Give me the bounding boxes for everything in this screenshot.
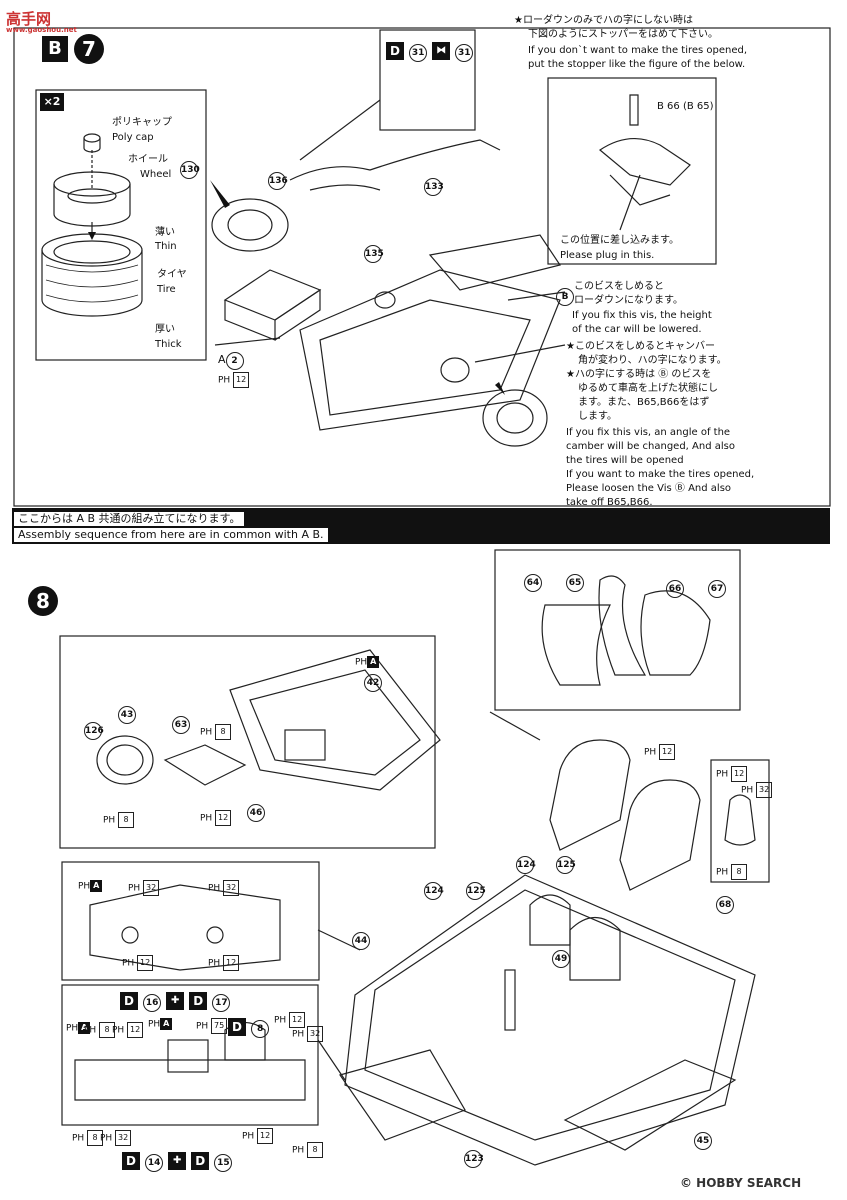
common-assembly-jp: ここからは A B 共通の組み立てになります。 xyxy=(14,512,245,526)
camber-note-jp5: ます。また、B65,B66をはず xyxy=(578,397,710,408)
thin-label-en: Thin xyxy=(155,241,177,252)
camber-note-jp1: ★このビスをしめるとキャンバー xyxy=(566,341,715,352)
part-124-left: 124 xyxy=(424,878,444,900)
ph-12-steering: PH 12 xyxy=(200,810,232,826)
ph-8-knob: PH 8 xyxy=(716,864,748,880)
stopper-note-en1: If you don`t want to make the tires open… xyxy=(528,45,748,56)
thin-label-jp: 薄い xyxy=(155,227,175,238)
ph-12-door-right: PH 12 xyxy=(208,955,240,971)
ph-12-seats: PH 12 xyxy=(644,744,676,760)
camber-note-en2: camber will be changed, And also xyxy=(566,441,735,452)
wheel-part-number: 130 xyxy=(180,157,200,179)
watermark-hobbysearch: © HOBBY SEARCH xyxy=(680,1176,802,1190)
part-64: 64 xyxy=(524,570,542,592)
watermark-logo: 高手网 xyxy=(6,10,52,28)
ph-8-dash-bottom: PH 8 xyxy=(72,1130,104,1146)
part-135: 135 xyxy=(364,241,384,263)
part-125-left: 125 xyxy=(466,878,486,900)
vis-note-jp1: このビスをしめると xyxy=(574,281,664,292)
ph-32-dash-right: PH 32 xyxy=(292,1026,324,1042)
group-badge-b: B xyxy=(42,36,68,62)
camber-note-en1: If you fix this vis, an angle of the xyxy=(566,427,731,438)
part-65: 65 xyxy=(566,570,584,592)
ph-12-dash-right: PH 12 xyxy=(274,1012,306,1028)
watermark-url: www.gaoshou.net xyxy=(6,26,77,34)
ph-12-dash-bottom: PH 12 xyxy=(242,1128,274,1144)
part-68: 68 xyxy=(716,892,734,914)
ph-12-label: PH 12 xyxy=(218,372,250,388)
vis-note-en2: of the car will be lowered. xyxy=(572,324,702,335)
callout-d16-d17: D 16 ✚ D 17 xyxy=(120,990,231,1012)
camber-note-jp2: 角が変わり、ハの字になります。 xyxy=(578,355,727,366)
camber-note-jp3: ★ハの字にする時は Ⓑ のビスを xyxy=(566,369,712,380)
callout-d31: D 31 ⧓ 31 xyxy=(386,40,474,62)
ph-12-dash-mid: PH 12 xyxy=(112,1022,144,1038)
part-42: 42 xyxy=(364,670,382,692)
camber-note-en6: take off B65,B66. xyxy=(566,497,653,508)
ph-32-knob: PH 32 xyxy=(741,782,773,798)
ph-32-door-left: PH 32 xyxy=(128,880,160,896)
plug-label-jp: この位置に差し込みます。 xyxy=(560,235,679,246)
camber-note-jp4: ゆるめて車高を上げた状態にし xyxy=(578,383,718,394)
ph-32-door-right: PH 32 xyxy=(208,880,240,896)
ph-8-dash-bottom-right: PH 8 xyxy=(292,1142,324,1158)
camber-note-en3: the tires will be opened xyxy=(566,455,684,466)
vis-note-en1: If you fix this vis, the height xyxy=(572,310,712,321)
thick-label-en: Thick xyxy=(155,339,182,350)
callout-d8: D 8 xyxy=(228,1016,270,1038)
part-49: 49 xyxy=(552,946,570,968)
ph-8-dash-left: PH 8 xyxy=(84,1022,116,1038)
part-133: 133 xyxy=(424,174,444,196)
plug-label-en: Please plug in this. xyxy=(560,250,655,261)
camber-note-en5: Please loosen the Vis Ⓑ And also xyxy=(566,483,732,494)
tire-label-jp: タイヤ xyxy=(157,269,187,280)
ph-8-steering: PH 8 xyxy=(103,812,135,828)
wheel-label-jp: ホイール xyxy=(128,154,168,165)
ph-12-door-left: PH 12 xyxy=(122,955,154,971)
ph-12-knob: PH 12 xyxy=(716,766,748,782)
step-8-badge: 8 xyxy=(28,586,58,616)
stopper-note-en2: put the stopper like the figure of the b… xyxy=(528,59,746,70)
part-67: 67 xyxy=(708,576,726,598)
polycap-label-en: Poly cap xyxy=(112,132,154,143)
common-assembly-en: Assembly sequence from here are in commo… xyxy=(14,528,328,542)
ph-32-dash-bottom: PH 32 xyxy=(100,1130,132,1146)
polycap-label-jp: ポリキャップ xyxy=(112,117,172,128)
wheel-label-en: Wheel xyxy=(140,169,172,180)
vis-b-marker: B xyxy=(556,284,574,306)
part-124-right: 124 xyxy=(516,852,536,874)
part-63: 63 xyxy=(172,712,190,734)
ph-8-top: PH 8 xyxy=(200,724,232,740)
part-44: 44 xyxy=(352,928,370,950)
part-45: 45 xyxy=(694,1128,712,1150)
vis-note-jp2: ローダウンになります。 xyxy=(574,295,683,306)
callout-d14-d15: D 14 ✚ D 15 xyxy=(122,1150,233,1172)
stopper-note-jp2: 下図のようにストッパーをはめて下さい。 xyxy=(528,29,718,40)
camber-note-jp6: します。 xyxy=(578,411,617,422)
camber-note-en4: If you want to make the tires opened, xyxy=(566,469,755,480)
part-125-right: 125 xyxy=(556,852,576,874)
stopper-parts-label: B 66 (B 65) xyxy=(657,101,714,112)
part-126: 126 xyxy=(84,718,104,740)
part-136: 136 xyxy=(268,168,288,190)
ph-75: PH 75 xyxy=(196,1018,228,1034)
stopper-note-jp1: ★ローダウンのみでハの字にしない時は xyxy=(514,15,693,26)
part-43: 43 xyxy=(118,702,136,724)
part-46: 46 xyxy=(247,800,265,822)
step-7-badge: 7 xyxy=(74,34,104,64)
part-123: 123 xyxy=(464,1146,484,1168)
thick-label-jp: 厚い xyxy=(155,324,175,335)
multiplier-badge: ×2 xyxy=(40,93,64,111)
part-66: 66 xyxy=(666,576,684,598)
tire-label-en: Tire xyxy=(157,284,176,295)
